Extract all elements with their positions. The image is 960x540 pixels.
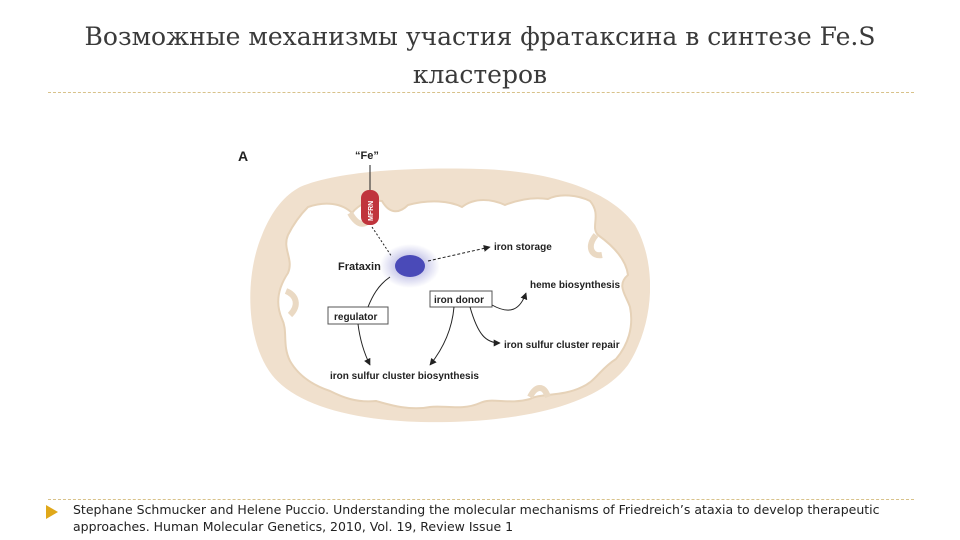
panel-label: A [238,148,248,164]
fe-label: “Fe” [355,150,379,162]
frataxin-mechanism-diagram: A “Fe” MFRN Frataxin iron storage iron d… [230,135,650,430]
title-line-2: кластеров [412,60,548,89]
cluster-repair-label: iron sulfur cluster repair [504,340,620,351]
iron-storage-label: iron storage [494,242,552,253]
iron-donor-box [429,290,493,308]
frataxin-label: Frataxin [338,261,381,273]
slide-title: Возможные механизмы участия фратаксина в… [60,18,900,94]
citation-divider [48,499,914,500]
citation-line-2: approaches. Human Molecular Genetics, 20… [73,519,514,534]
title-divider [48,92,914,93]
heme-biosynthesis-label: heme biosynthesis [530,280,620,291]
regulator-label: regulator [334,312,377,323]
bullet-triangle-icon [46,505,58,519]
citation-text: Stephane Schmucker and Helene Puccio. Un… [73,501,923,535]
mfrn-label: MFRN [368,201,375,221]
citation-line-1: Stephane Schmucker and Helene Puccio. Un… [73,502,880,517]
cluster-biosynthesis-label: iron sulfur cluster biosynthesis [330,371,479,382]
title-line-1: Возможные механизмы участия фратаксина в… [84,22,876,51]
frataxin-protein [395,255,425,277]
mfrn-transporter [361,190,379,225]
iron-donor-label: iron donor [434,295,484,306]
